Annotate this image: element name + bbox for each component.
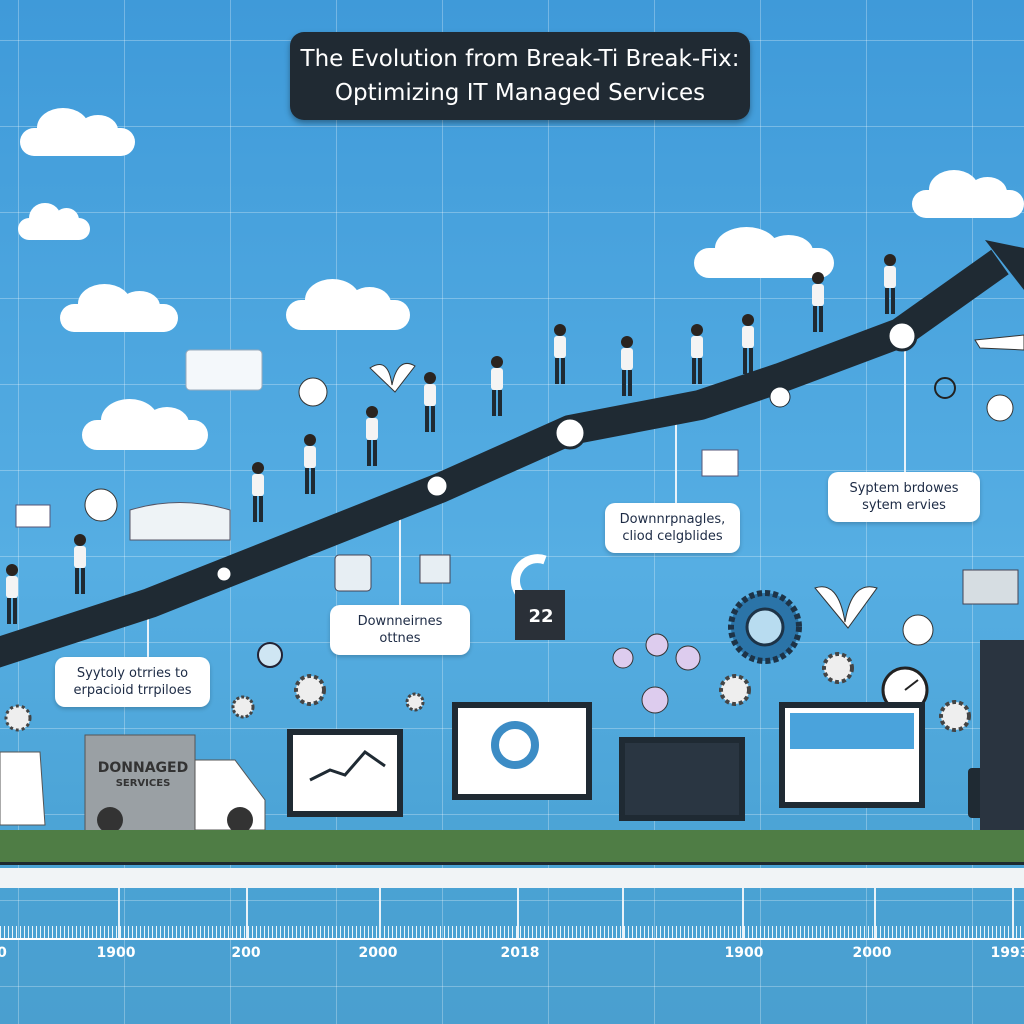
monitors bbox=[0, 590, 1024, 834]
timeline-label: 2000 bbox=[358, 945, 398, 961]
server-rack-icon bbox=[980, 640, 1024, 830]
cloud bbox=[60, 284, 178, 332]
cloud bbox=[18, 202, 90, 240]
label-text: Downneirnes bbox=[357, 614, 443, 629]
info-label-mid-right: Downnrpnagles, cliod celgblides bbox=[605, 503, 740, 553]
calendar-number: 22 bbox=[528, 606, 554, 627]
flower-icons bbox=[216, 386, 791, 582]
gear-icon bbox=[294, 674, 326, 706]
growth-path bbox=[0, 249, 1009, 668]
timeline-label: 1900 bbox=[96, 945, 136, 961]
lightbulb-icon bbox=[986, 394, 1014, 422]
label-text: Syytoly otrries to bbox=[76, 666, 189, 681]
network-node-icon bbox=[612, 647, 634, 669]
label-text: erpacioid trrpiloes bbox=[73, 683, 192, 698]
arrow-head-icon bbox=[985, 240, 1024, 290]
label-text: ottnes bbox=[379, 631, 421, 646]
title-line-2: Optimizing IT Managed Services bbox=[334, 80, 706, 106]
gear-icon bbox=[719, 674, 751, 706]
network-node-icon bbox=[675, 645, 701, 671]
person-figure bbox=[884, 254, 896, 314]
network-node-icon bbox=[645, 633, 669, 657]
timeline-label: 2000 bbox=[852, 945, 892, 961]
timeline-label: 200 bbox=[231, 945, 261, 961]
page-title: The Evolution from Break-Ti Break-Fix: O… bbox=[290, 32, 750, 120]
person-figure bbox=[6, 564, 18, 624]
label-text: cliod celgblides bbox=[622, 529, 723, 544]
gear-icon bbox=[231, 695, 255, 719]
truck-text-1: DONNAGED bbox=[97, 760, 189, 776]
person-figure bbox=[491, 356, 503, 416]
timeline-divider bbox=[118, 888, 120, 938]
butterfly-icon bbox=[814, 586, 878, 629]
info-label-left: Syytoly otrries to erpacioid trrpiloes bbox=[55, 657, 210, 707]
person-figure bbox=[742, 314, 754, 374]
gear-icon bbox=[405, 692, 425, 712]
fan-icon bbox=[902, 614, 934, 646]
floating-icons bbox=[4, 334, 1024, 818]
ground-strip bbox=[0, 830, 1024, 865]
timeline-divider bbox=[622, 888, 624, 938]
label-text: Syptem brdowes bbox=[849, 481, 959, 496]
timeline-label: 1993 bbox=[990, 945, 1024, 961]
timeline-divider bbox=[742, 888, 744, 938]
milestone-node bbox=[553, 416, 587, 450]
connector-lines bbox=[147, 350, 906, 660]
timeline-divider bbox=[379, 888, 381, 938]
monitor-code bbox=[619, 737, 745, 821]
person-figure bbox=[304, 434, 316, 494]
monitor-dashboard bbox=[452, 702, 592, 800]
butterfly-icon bbox=[369, 362, 416, 393]
truck-text-2: SERVICES bbox=[115, 778, 171, 789]
label-text: Downnrpnagles, bbox=[619, 512, 726, 527]
timeline-divider bbox=[517, 888, 519, 938]
van-icon bbox=[0, 751, 46, 826]
truck-label: DONNAGED SERVICES bbox=[95, 760, 191, 792]
person-figure bbox=[554, 324, 566, 384]
gear-icon bbox=[939, 700, 971, 732]
gear-icon bbox=[822, 652, 854, 684]
info-label-center: Downneirnes ottnes bbox=[330, 605, 470, 655]
timeline-ticks bbox=[0, 926, 1024, 940]
label-text: sytem ervies bbox=[862, 498, 946, 513]
calendar-icon bbox=[515, 590, 565, 640]
clock-icon bbox=[257, 642, 283, 668]
title-line-1: The Evolution from Break-Ti Break-Fix: bbox=[300, 46, 740, 72]
person-figure bbox=[621, 336, 633, 396]
photo-icon bbox=[334, 554, 372, 592]
envelope-icon bbox=[701, 449, 739, 477]
router-icon bbox=[962, 569, 1019, 605]
person-figure bbox=[252, 462, 264, 522]
id-card-icon bbox=[185, 349, 263, 391]
cloud bbox=[912, 170, 1024, 218]
envelope-icon bbox=[15, 504, 51, 528]
people-group bbox=[6, 254, 896, 624]
timeline-label: 2018 bbox=[500, 945, 540, 961]
cloud bbox=[20, 108, 135, 156]
cloud-chat-icon bbox=[298, 377, 328, 407]
person-figure bbox=[366, 406, 378, 466]
cloud bbox=[82, 399, 208, 450]
timeline-divider bbox=[874, 888, 876, 938]
car-icon bbox=[129, 502, 231, 541]
spider-icon bbox=[934, 377, 956, 399]
airplane-icon bbox=[974, 334, 1024, 351]
person-figure bbox=[812, 272, 824, 332]
timeline-label: 0 bbox=[0, 945, 7, 961]
timeline-divider bbox=[1012, 888, 1014, 938]
person-figure bbox=[691, 324, 703, 384]
info-label-right: Syptem brdowes sytem ervies bbox=[828, 472, 980, 522]
gear-icon bbox=[4, 704, 32, 732]
cloud bbox=[694, 227, 834, 278]
timeline-divider bbox=[246, 888, 248, 938]
person-figure bbox=[424, 372, 436, 432]
image-icon bbox=[419, 554, 451, 584]
timeline-label: 1900 bbox=[724, 945, 764, 961]
chat-icon bbox=[84, 488, 118, 522]
cloud bbox=[286, 279, 410, 330]
person-figure bbox=[74, 534, 86, 594]
timeline-bar bbox=[0, 868, 1024, 888]
network-node-icon bbox=[641, 686, 669, 714]
milestone-node bbox=[886, 320, 918, 352]
